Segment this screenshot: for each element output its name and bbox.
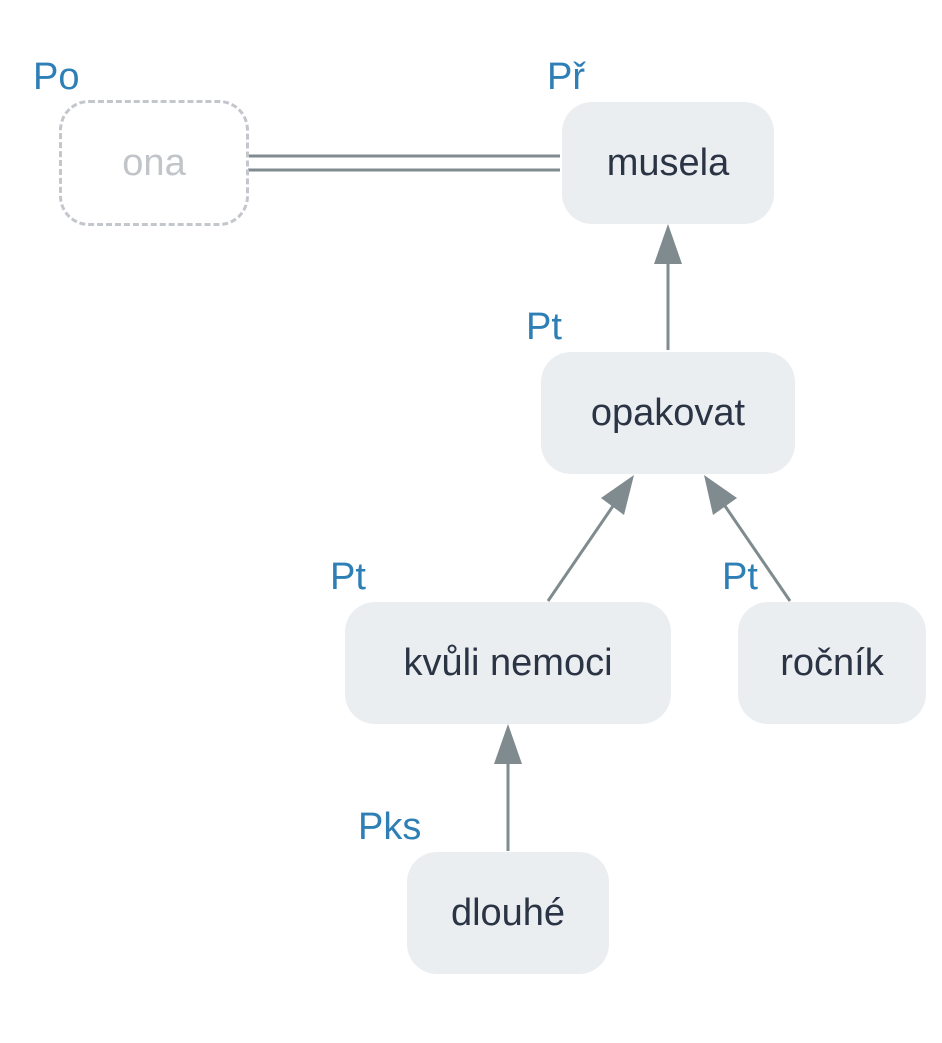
role-label-opakovat: Pt bbox=[526, 306, 562, 348]
arrowhead-icon bbox=[601, 475, 634, 515]
node-ona[interactable]: ona bbox=[59, 100, 249, 226]
role-label-kvuli-nemoci: Pt bbox=[330, 556, 366, 598]
role-label-dlouhe: Pks bbox=[358, 806, 422, 848]
node-musela[interactable]: musela bbox=[562, 102, 774, 224]
role-label-rocnik: Pt bbox=[722, 556, 758, 598]
role-label-ona: Po bbox=[33, 56, 80, 98]
arrowhead-icon bbox=[654, 224, 682, 264]
node-opakovat[interactable]: opakovat bbox=[541, 352, 795, 474]
node-rocnik[interactable]: ročník bbox=[738, 602, 926, 724]
arrowhead-icon bbox=[704, 475, 737, 515]
arrowhead-icon bbox=[494, 724, 522, 764]
role-label-musela: Př bbox=[547, 56, 585, 98]
edge-kvuli-nemoci-opakovat bbox=[546, 475, 634, 602]
edge-dlouhe-kvuli-nemoci bbox=[494, 724, 522, 851]
node-kvuli-nemoci[interactable]: kvůli nemoci bbox=[345, 602, 671, 724]
edge-rocnik-opakovat bbox=[704, 475, 792, 602]
edge-opakovat-musela bbox=[654, 224, 682, 350]
node-dlouhe[interactable]: dlouhé bbox=[407, 852, 609, 974]
